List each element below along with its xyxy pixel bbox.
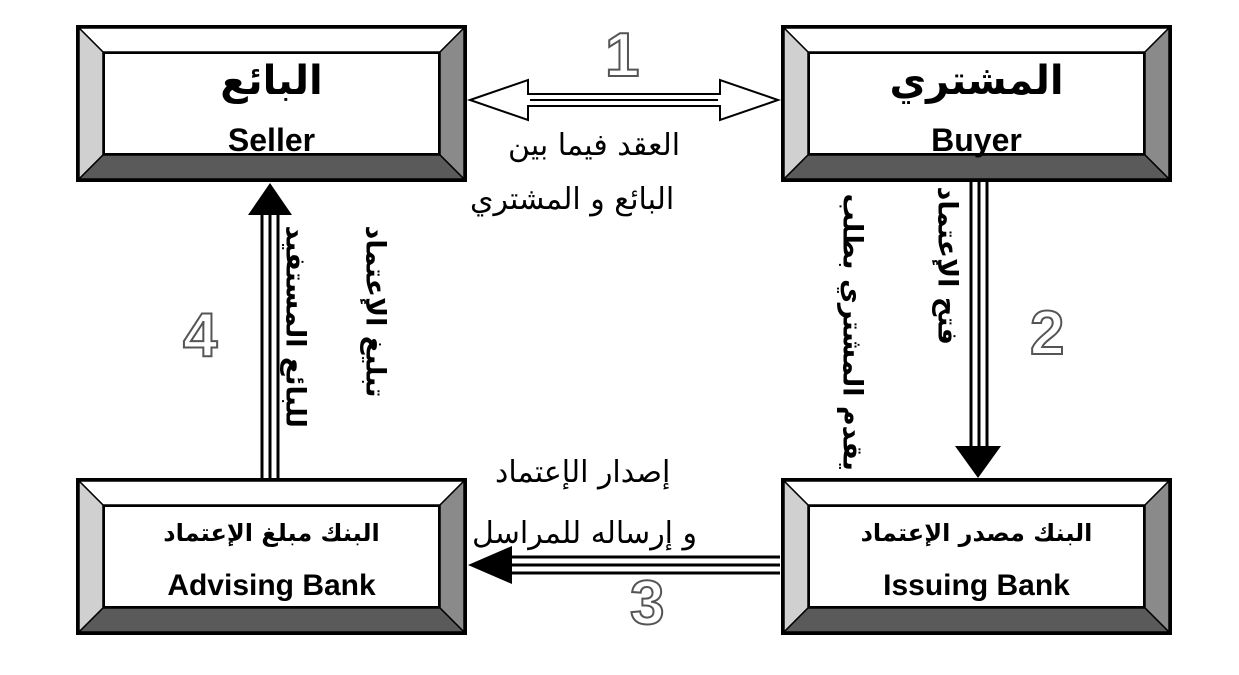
step-4-text-line-2: للبائع المستفيد bbox=[279, 225, 311, 428]
buyer-english-label: Buyer bbox=[931, 122, 1022, 158]
seller-box: البائع Seller bbox=[76, 25, 467, 182]
issuing-bank-bevel bbox=[784, 481, 1169, 632]
advising-bank-arabic-label: البنك مبلغ الإعتماد bbox=[163, 519, 380, 547]
issuing-bank-face: البنك مصدر الإعتماد Issuing Bank bbox=[808, 505, 1145, 608]
buyer-face: المشتري Buyer bbox=[808, 52, 1145, 158]
step-2-text-line-1: فتح الإعتماد bbox=[931, 186, 963, 345]
step-4-text-line-1: تبليغ الإعتماد bbox=[359, 225, 391, 398]
step-1-text-line-1: العقد فيما بين bbox=[508, 128, 681, 163]
step-2-number: 2 bbox=[1029, 298, 1066, 369]
step-1-number: 1 bbox=[604, 20, 641, 91]
step-3-number: 3 bbox=[629, 568, 666, 639]
issuing-bank-english-label: Issuing Bank bbox=[883, 569, 1070, 602]
advising-bank-box: البنك مبلغ الإعتماد Advising Bank bbox=[76, 478, 467, 635]
buyer-bevel bbox=[784, 28, 1169, 179]
step-2-text-line-2: يقدم المشتري بطلب bbox=[836, 193, 868, 471]
seller-english-label: Seller bbox=[227, 122, 316, 158]
seller-bevel bbox=[79, 28, 464, 179]
advise-credit-arrow bbox=[248, 183, 292, 478]
advising-bank-english-label: Advising Bank bbox=[167, 569, 376, 602]
buyer-box: المشتري Buyer bbox=[781, 25, 1172, 182]
step-4-number: 4 bbox=[182, 300, 219, 371]
issuing-bank-box: البنك مصدر الإعتماد Issuing Bank bbox=[781, 478, 1172, 635]
advising-bank-face: البنك مبلغ الإعتماد Advising Bank bbox=[103, 505, 440, 608]
issuing-bank-arabic-label: البنك مصدر الإعتماد bbox=[860, 519, 1093, 547]
advising-bank-bevel bbox=[79, 481, 464, 632]
step-3-text-line-1: إصدار الإعتماد bbox=[495, 455, 671, 490]
step-1-text-line-2: البائع و المشتري bbox=[470, 182, 675, 217]
step-3-text-line-2: و إرساله للمراسل bbox=[472, 516, 698, 551]
seller-face: البائع Seller bbox=[103, 52, 440, 158]
seller-arabic-label: البائع bbox=[220, 58, 323, 104]
open-credit-arrow bbox=[955, 182, 1001, 478]
buyer-arabic-label: المشتري bbox=[889, 58, 1064, 104]
issue-credit-arrow bbox=[468, 546, 780, 584]
